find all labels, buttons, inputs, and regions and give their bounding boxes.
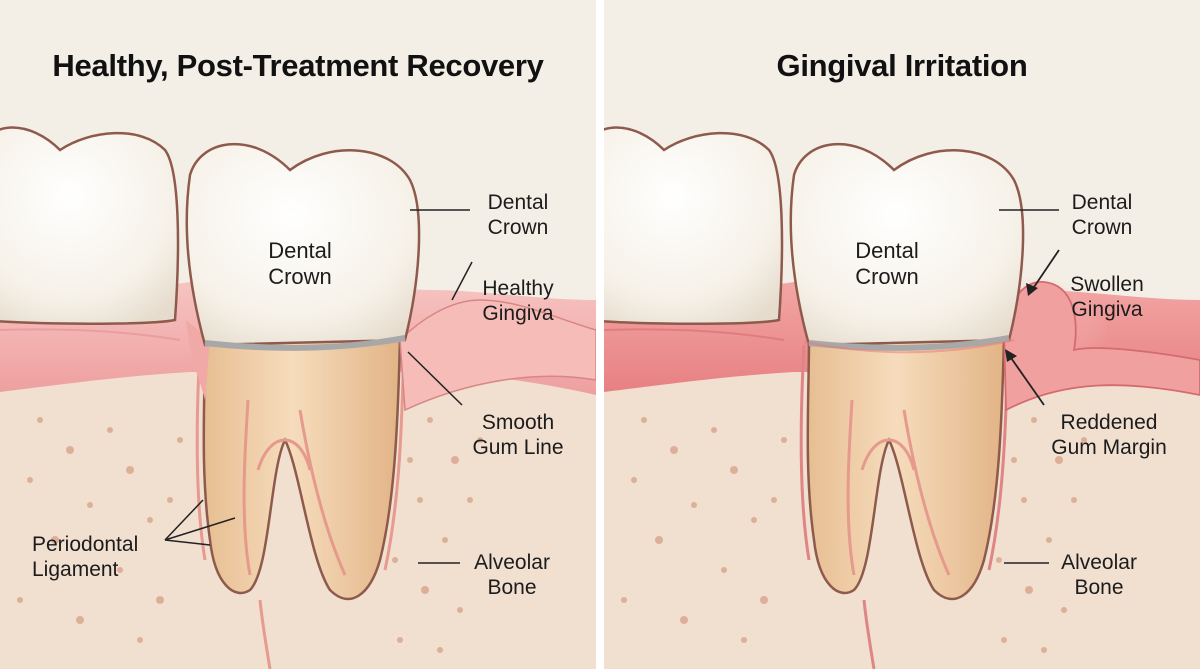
tooth-illustration-irritation — [604, 126, 1200, 669]
label-dental-crown: Dental Crown — [1071, 191, 1133, 239]
bone-dots — [17, 417, 483, 653]
panel-healthy: Healthy, Post-Treatment Recovery Dental … — [0, 0, 596, 669]
pulp-canal — [846, 399, 951, 576]
label-reddened-gum-margin: Reddened Gum Margin — [1051, 411, 1167, 459]
label-alveolar-bone: Alveolar Bone — [1061, 551, 1137, 599]
swollen-gingiva-shape — [1003, 281, 1200, 412]
neighbor-tooth — [0, 126, 180, 325]
label-smooth-gum-line: Smooth Gum Line — [472, 411, 564, 459]
panel-irritation: Gingival Irritation Dental Crown Dental … — [604, 0, 1200, 669]
tooth-illustration-healthy — [0, 126, 596, 669]
label-swollen-gingiva: Swollen Gingiva — [1070, 273, 1144, 321]
dental-crown-shape — [789, 142, 1025, 347]
label-dental-crown: Dental Crown — [487, 191, 549, 239]
crown-margin — [204, 335, 406, 351]
label-healthy-gingiva: Healthy Gingiva — [482, 277, 554, 325]
neighbor-tooth — [604, 126, 784, 325]
label-alveolar-bone: Alveolar Bone — [474, 551, 550, 599]
label-dental-crown-center: Dental Crown — [268, 238, 332, 289]
label-periodontal-ligament: Periodontal Ligament — [32, 533, 139, 581]
dental-crown-shape — [185, 142, 421, 347]
crown-margin — [808, 335, 1010, 351]
panel-title: Gingival Irritation — [776, 48, 1028, 83]
label-dental-crown-center: Dental Crown — [855, 238, 919, 289]
alveolar-bone-shape — [0, 365, 596, 669]
bone-dots — [621, 417, 1087, 653]
pulp-canal — [242, 399, 347, 576]
alveolar-bone-shape — [604, 365, 1200, 669]
panel-title: Healthy, Post-Treatment Recovery — [52, 48, 544, 83]
